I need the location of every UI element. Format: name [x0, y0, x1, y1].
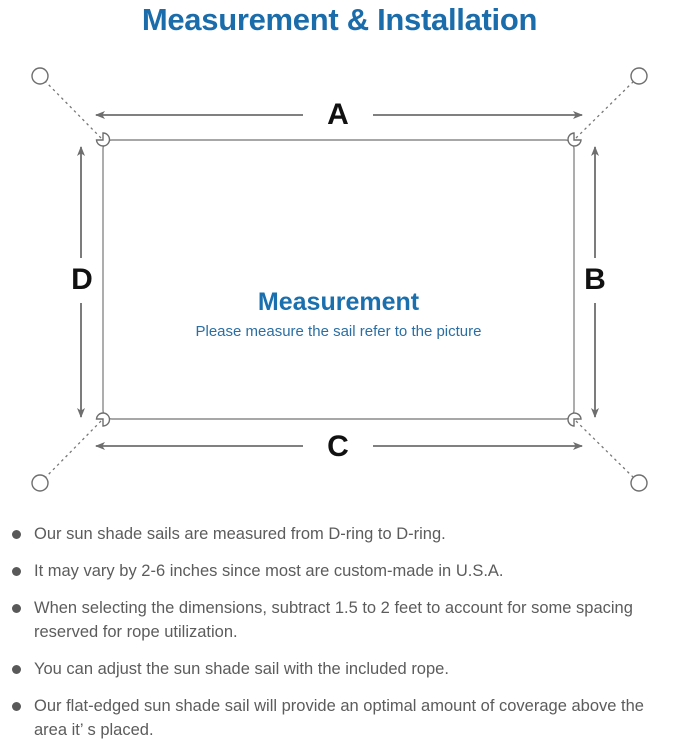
d-ring-top-right [567, 132, 582, 147]
note-item: When selecting the dimensions, subtract … [0, 596, 679, 644]
note-text: Our flat-edged sun shade sail will provi… [34, 697, 644, 739]
note-item: Our flat-edged sun shade sail will provi… [0, 694, 679, 742]
dimension-label-b: B [575, 264, 615, 301]
note-text: You can adjust the sun shade sail with t… [34, 660, 449, 678]
d-ring-bottom-right [567, 412, 582, 427]
bullet-icon [12, 604, 21, 613]
d-rings [95, 132, 582, 427]
rope-line-bottom-right [575, 420, 636, 480]
d-ring-bottom-left [95, 412, 111, 427]
sail-shape [102, 139, 575, 420]
anchor-point-top-right [630, 67, 648, 85]
note-text: It may vary by 2-6 inches since most are… [34, 562, 504, 580]
measurement-installation-infographic: Measurement & Installation [12, 2, 648, 739]
note-text: Our sun shade sails are measured from D-… [34, 525, 446, 543]
note-item: Our sun shade sails are measured from D-… [0, 522, 679, 546]
bullet-icon [12, 702, 21, 711]
notes-list: Our sun shade sails are measured from D-… [0, 522, 679, 755]
bullet-icon [12, 530, 21, 539]
rope-line-bottom-left [43, 420, 102, 480]
rope-lines [43, 79, 636, 480]
dimension-label-c: C [310, 430, 366, 466]
note-item: It may vary by 2-6 inches since most are… [0, 559, 679, 583]
bullet-icon [12, 567, 21, 576]
anchor-point-top-left [31, 67, 49, 85]
page-title: Measurement & Installation [141, 2, 538, 37]
d-ring-top-left [95, 132, 111, 147]
dimension-label-a: A [310, 98, 366, 134]
anchor-point-bottom-left [31, 474, 49, 492]
note-text: When selecting the dimensions, subtract … [34, 599, 633, 641]
anchor-point-bottom-right [630, 474, 648, 492]
note-item: You can adjust the sun shade sail with t… [0, 657, 679, 681]
anchor-points [31, 67, 648, 492]
bullet-icon [12, 665, 21, 674]
rope-line-top-left [43, 79, 102, 139]
rope-line-top-right [575, 79, 636, 139]
dimension-label-d: D [62, 264, 102, 301]
